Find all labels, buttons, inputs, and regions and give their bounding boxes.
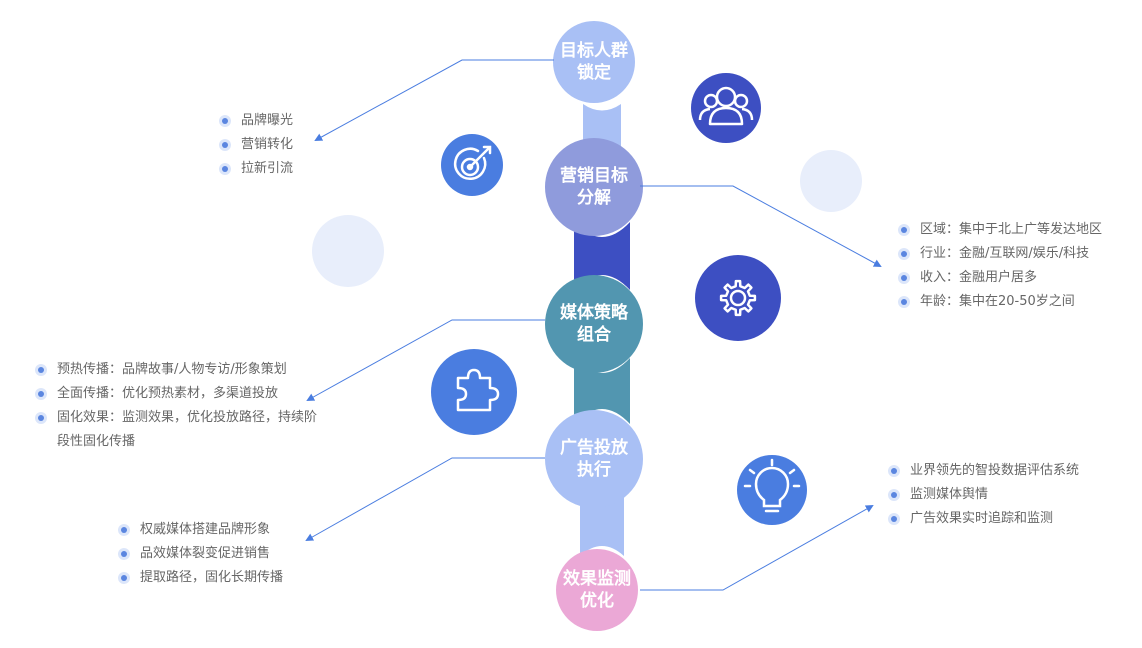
list-item: 全面传播：优化预热素材，多渠道投放	[35, 382, 325, 406]
node-label-line: 执行	[577, 460, 611, 480]
node-label-line: 效果监测	[563, 569, 631, 589]
lightbulb-icon	[737, 455, 807, 525]
monitoring-list: 业界领先的智投数据评估系统 监测媒体舆情 广告效果实时追踪和监测	[888, 459, 1079, 531]
puzzle-icon	[431, 349, 517, 435]
node-media-strategy	[545, 275, 643, 373]
node-label-target-audience: 目标人群 锁定	[554, 38, 634, 86]
connector-4	[580, 496, 624, 556]
node-label-ad-execution: 广告投放 执行	[546, 435, 642, 483]
node-label-line: 分解	[577, 188, 611, 208]
node-label-media-strategy: 媒体策略 组合	[546, 300, 642, 348]
gear-icon	[695, 255, 781, 341]
decorative-bubble	[800, 150, 862, 212]
node-ad-execution	[545, 410, 643, 508]
list-item: 年龄：集中在20-50岁之间	[898, 290, 1102, 314]
node-marketing-goal	[545, 138, 643, 236]
node-label-line: 媒体策略	[560, 303, 628, 323]
arrow-brand-goals	[314, 59, 554, 141]
list-item: 提取路径，固化长期传播	[118, 566, 283, 590]
ad-execution-list: 权威媒体搭建品牌形象 品效媒体裂变促进销售 提取路径，固化长期传播	[118, 518, 283, 590]
node-label-line: 锁定	[577, 63, 611, 83]
list-item: 权威媒体搭建品牌形象	[118, 518, 283, 542]
node-label-line: 广告投放	[560, 438, 628, 458]
list-item: 拉新引流	[219, 157, 293, 181]
connector-1	[583, 104, 621, 148]
list-item: 行业：金融/互联网/娱乐/科技	[898, 242, 1102, 266]
audience-list: 区域：集中于北上广等发达地区 行业：金融/互联网/娱乐/科技 收入：金融用户居多…	[898, 218, 1102, 314]
list-item: 品效媒体裂变促进销售	[118, 542, 283, 566]
list-item: 收入：金融用户居多	[898, 266, 1102, 290]
node-label-monitoring: 效果监测 优化	[557, 566, 637, 614]
arrow-monitoring	[640, 505, 874, 591]
people-icon	[691, 73, 761, 143]
node-monitoring	[556, 549, 638, 631]
list-item: 固化效果：监测效果，优化投放路径，持续阶段性固化传播	[35, 406, 325, 454]
list-item: 业界领先的智投数据评估系统	[888, 459, 1079, 483]
arrow-audience	[640, 185, 882, 267]
target-icon	[441, 134, 503, 196]
list-item: 预热传播：品牌故事/人物专访/形象策划	[35, 358, 325, 382]
list-item: 监测媒体舆情	[888, 483, 1079, 507]
node-label-line: 组合	[577, 325, 611, 345]
node-label-marketing-goal: 营销目标 分解	[546, 163, 642, 211]
list-item: 品牌曝光	[219, 109, 293, 133]
brand-goals-list: 品牌曝光 营销转化 拉新引流	[219, 109, 293, 181]
list-item: 营销转化	[219, 133, 293, 157]
media-strategy-list: 预热传播：品牌故事/人物专访/形象策划 全面传播：优化预热素材，多渠道投放 固化…	[35, 358, 325, 454]
node-label-line: 目标人群	[560, 41, 628, 61]
connector-2	[574, 222, 630, 290]
node-label-line: 营销目标	[560, 166, 628, 186]
list-item: 区域：集中于北上广等发达地区	[898, 218, 1102, 242]
node-target-audience	[553, 21, 635, 103]
connector-3	[574, 358, 630, 424]
node-label-line: 优化	[580, 591, 614, 611]
arrow-ad-execution	[305, 457, 545, 541]
arrow-media-strategy	[306, 319, 545, 401]
decorative-bubble	[312, 215, 384, 287]
list-item: 广告效果实时追踪和监测	[888, 507, 1079, 531]
